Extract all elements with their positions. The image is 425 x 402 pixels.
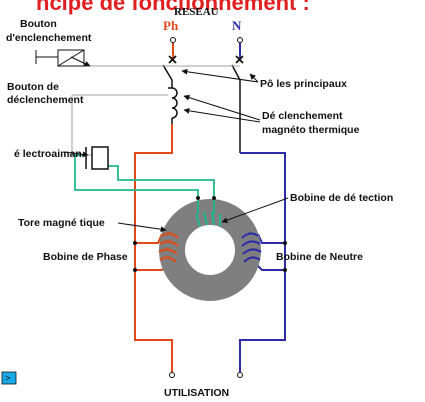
- arrow-poles-neutral: [249, 73, 259, 83]
- electromagnet-symbol: [85, 146, 109, 170]
- arrow-magnetothermal-2: [183, 107, 261, 123]
- arrow-magnetothermal-1: [183, 94, 261, 121]
- neutral-pole-cross: [235, 55, 244, 64]
- arrow-toroidal-core: [117, 222, 167, 233]
- label-electromagnet: é lectroaiman: [14, 148, 82, 160]
- phase-terminal-top: [170, 37, 176, 43]
- label-close-button-2: d'enclenchement: [6, 32, 92, 44]
- label-utilisation: UTILISATION: [164, 387, 229, 399]
- label-trip-button-2: déclenchement: [7, 94, 84, 106]
- neutral-terminal-top: [237, 37, 243, 43]
- next-slide-button[interactable]: >: [1, 371, 17, 385]
- neutral-conductor: [239, 152, 286, 372]
- label-toroidal-core: Tore magné tique: [18, 217, 105, 229]
- neutral-label: N: [232, 18, 242, 33]
- arrow-close-button: [70, 56, 91, 67]
- label-magnetothermal-1: Dé clenchement: [262, 110, 343, 122]
- phase-pole-blade: [162, 64, 173, 81]
- phase-pole-cross: [168, 55, 177, 64]
- neutral-pole-blade: [231, 64, 241, 81]
- reseau-label: RESEAU: [174, 6, 219, 18]
- detection-wire-2: [108, 165, 215, 214]
- arrow-electromagnet: [63, 151, 89, 158]
- neutral-terminal-bottom: [237, 372, 243, 378]
- label-neutral-coil: Bobine de Neutre: [276, 251, 363, 263]
- neutral-coil: [241, 232, 262, 263]
- arrow-poles-phase: [181, 68, 259, 83]
- phase-terminal-bottom: [169, 372, 175, 378]
- page-title: ncipe de fonctionnement :: [36, 0, 310, 15]
- label-phase-coil: Bobine de Phase: [43, 251, 128, 263]
- detection-coil: [195, 211, 221, 227]
- label-close-button-1: Bouton: [20, 18, 57, 30]
- label-detection-coil: Bobine de dé tection: [290, 192, 393, 204]
- arrow-detection-coil: [221, 197, 289, 223]
- magnetothermal-trip-symbol: [168, 87, 178, 124]
- phase-coil: [158, 232, 179, 263]
- next-arrow-icon: >: [5, 373, 10, 383]
- label-main-poles: Pô les principaux: [260, 78, 347, 90]
- close-button-symbol: [35, 49, 85, 67]
- label-trip-button-1: Bouton de: [7, 81, 59, 93]
- phase-conductor: [134, 124, 173, 372]
- label-magnetothermal-2: magnéto thermique: [262, 124, 360, 136]
- toroidal-core: [159, 199, 261, 301]
- phase-label: Ph: [163, 18, 179, 33]
